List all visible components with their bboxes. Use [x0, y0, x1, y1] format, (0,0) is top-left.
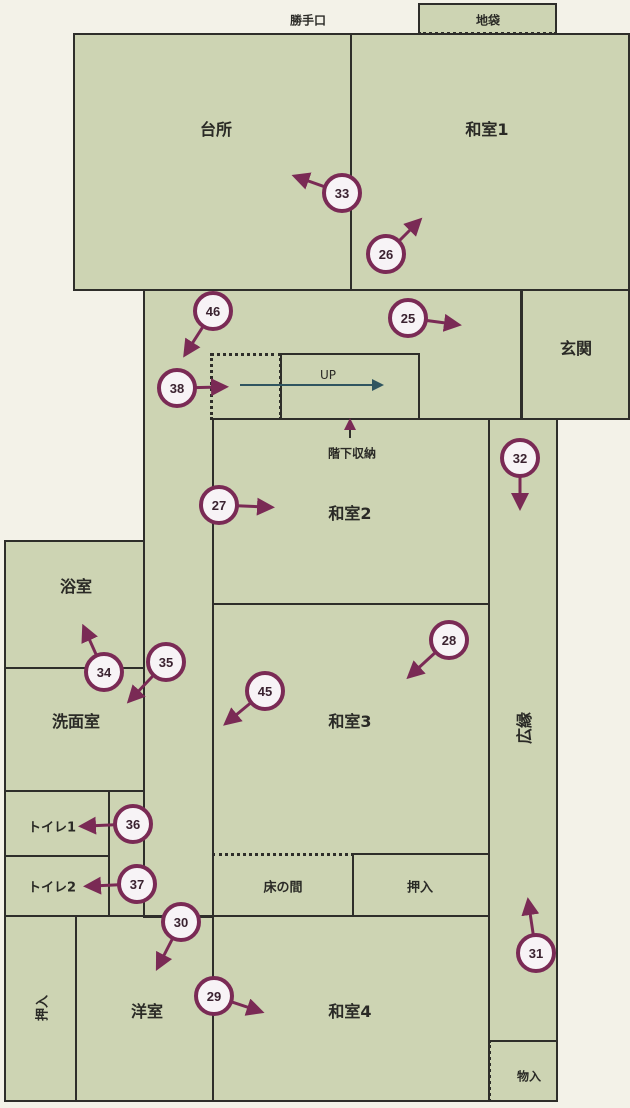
marker-circle: [322, 173, 362, 213]
room-washitsu3: [212, 603, 490, 855]
photo-marker-28[interactable]: 28: [406, 620, 469, 680]
view-direction-arrow-icon: [155, 937, 175, 972]
marker-circle: [245, 671, 285, 711]
label-washitsu4: 和室4: [328, 1002, 372, 1021]
view-direction-arrow-icon: [406, 651, 437, 680]
marker-number: 45: [258, 684, 272, 699]
marker-number: 33: [335, 186, 349, 201]
marker-circle: [161, 902, 201, 942]
photo-marker-30[interactable]: 30: [155, 902, 201, 972]
marker-circle: [84, 652, 124, 692]
label-monoire: 物入: [516, 1069, 542, 1084]
view-direction-arrow-icon: [236, 497, 275, 516]
view-direction-arrow-icon: [83, 876, 120, 895]
photo-marker-45[interactable]: 45: [223, 671, 285, 726]
view-direction-arrow-icon: [223, 701, 253, 726]
label-kitchen: 台所: [199, 120, 233, 139]
marker-circle: [366, 234, 406, 274]
label-oshiire-mid: 押入: [406, 880, 434, 896]
photo-marker-35[interactable]: 35: [126, 642, 186, 704]
view-direction-arrow-icon: [126, 674, 155, 704]
view-direction-arrow-icon: [230, 998, 265, 1016]
label-washitsu1: 和室1: [465, 120, 509, 139]
marker-number: 37: [130, 877, 144, 892]
marker-number: 28: [442, 633, 456, 648]
view-direction-arrow-icon: [183, 325, 205, 358]
marker-circle: [194, 976, 234, 1016]
marker-number: 35: [159, 655, 173, 670]
marker-circle: [516, 933, 556, 973]
view-direction-arrow-icon: [78, 816, 116, 835]
view-direction-arrow-icon: [521, 897, 540, 936]
photo-marker-38[interactable]: 38: [157, 368, 229, 408]
marker-circle: [117, 864, 157, 904]
marker-circle: [199, 485, 239, 525]
view-direction-arrow-icon: [291, 172, 326, 190]
label-washitsu2: 和室2: [328, 504, 372, 523]
view-direction-arrow-icon: [81, 623, 98, 657]
photo-marker-33[interactable]: 33: [291, 172, 362, 213]
label-kitchen-door: 勝手口: [289, 13, 327, 28]
label-yoshitsu: 洋室: [130, 1002, 164, 1021]
marker-circle: [500, 438, 540, 478]
view-direction-arrow-icon: [397, 217, 423, 243]
label-toilet1: トイレ1: [27, 820, 77, 836]
photo-marker-34[interactable]: 34: [81, 623, 124, 692]
label-under-stairs: 階下収納: [327, 446, 377, 461]
photo-marker-36[interactable]: 36: [78, 804, 153, 844]
photo-marker-31[interactable]: 31: [516, 897, 556, 973]
marker-circle: [113, 804, 153, 844]
label-tokonoma: 床の間: [263, 880, 303, 896]
marker-circle: [146, 642, 186, 682]
photo-marker-37[interactable]: 37: [83, 864, 157, 904]
marker-number: 25: [401, 311, 415, 326]
photo-marker-32[interactable]: 32: [500, 438, 540, 511]
hall: [143, 289, 523, 420]
building-fill-jibukuro: [418, 3, 557, 35]
marker-number: 29: [207, 989, 221, 1004]
marker-number: 32: [513, 451, 527, 466]
marker-circle: [429, 620, 469, 660]
marker-circle: [388, 298, 428, 338]
photo-marker-27[interactable]: 27: [199, 485, 275, 525]
marker-number: 46: [206, 304, 220, 319]
marker-circle: [157, 368, 197, 408]
marker-number: 30: [174, 915, 188, 930]
label-bath: 浴室: [59, 577, 93, 596]
marker-number: 34: [97, 665, 112, 680]
photo-marker-29[interactable]: 29: [194, 976, 265, 1016]
label-jibukuro: 地袋: [475, 13, 501, 28]
marker-number: 38: [170, 381, 184, 396]
label-stairs-up: UP: [319, 368, 337, 382]
label-washroom: 洗面室: [51, 712, 101, 731]
label-toilet2: トイレ2: [27, 880, 77, 896]
label-genkan: 玄関: [559, 339, 593, 358]
label-washitsu3: 和室3: [328, 712, 372, 731]
view-direction-arrow-icon: [425, 313, 462, 332]
room-genkan: [520, 289, 630, 420]
photo-marker-26[interactable]: 26: [366, 217, 423, 274]
marker-number: 36: [126, 817, 140, 832]
photo-marker-46[interactable]: 46: [183, 291, 233, 358]
marker-circle: [193, 291, 233, 331]
marker-number: 31: [529, 946, 543, 961]
photo-marker-25[interactable]: 25: [388, 298, 462, 338]
marker-number: 26: [379, 247, 393, 262]
marker-number: 27: [212, 498, 226, 513]
view-direction-arrow-icon: [194, 378, 229, 397]
